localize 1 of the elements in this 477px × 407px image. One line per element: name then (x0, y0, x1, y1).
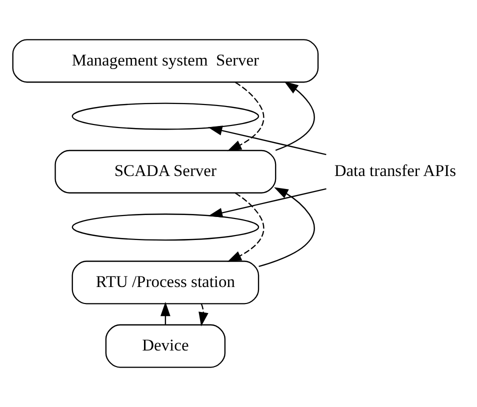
node-text: Data transfer APIs (334, 161, 456, 180)
